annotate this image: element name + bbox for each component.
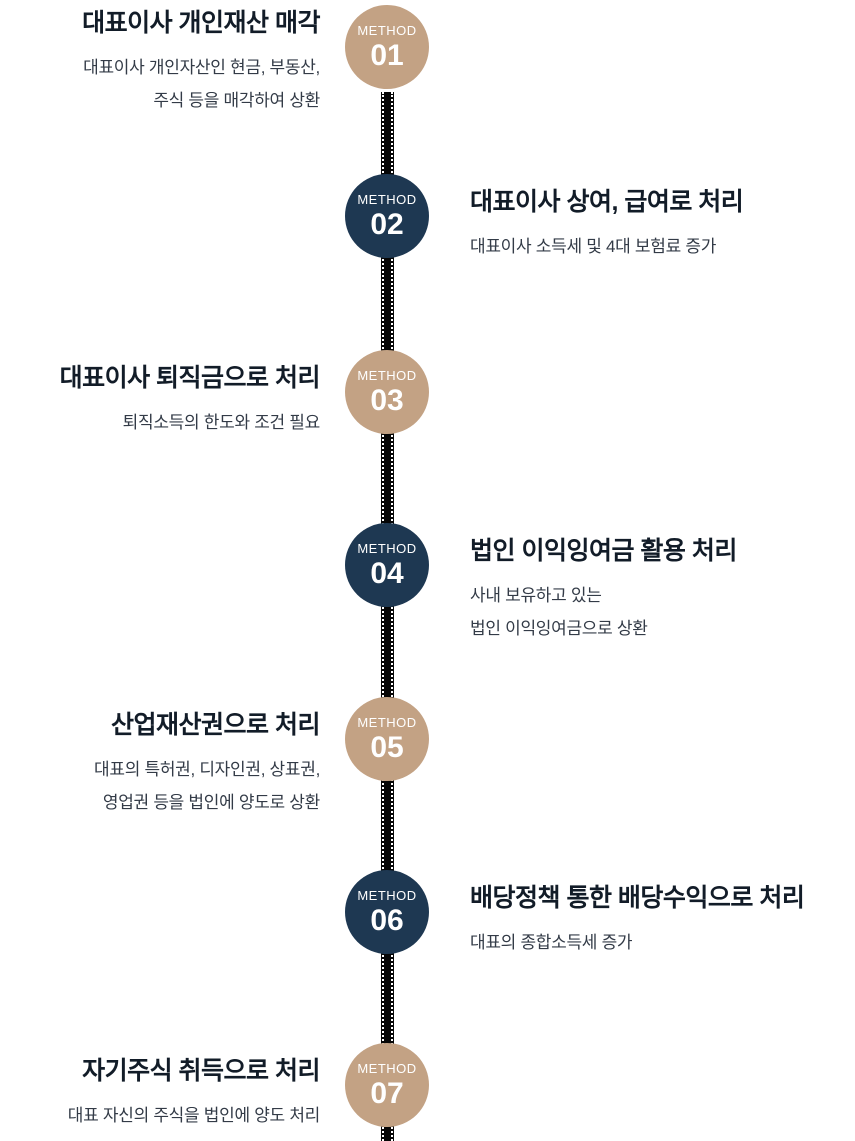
method-06-title: 배당정책 통한 배당수익으로 처리: [470, 884, 805, 912]
badge-number: 07: [370, 1076, 404, 1110]
method-07-description: 대표 자신의 주식을 법인에 양도 처리: [0, 1100, 321, 1132]
description-line: 주식 등을 매각하여 상환: [153, 90, 320, 110]
method-01-text: 대표이사 개인재산 매각 대표이사 개인자산인 현금, 부동산, 주식 등을 매…: [0, 8, 320, 117]
method-03-description: 퇴직소득의 한도와 조건 필요: [0, 407, 321, 439]
method-06-description: 대표의 종합소득세 증가: [470, 927, 855, 959]
badge-number: 05: [370, 730, 404, 764]
method-03-title: 대표이사 퇴직금으로 처리: [59, 364, 321, 392]
badge-label: METHOD: [357, 714, 417, 730]
method-02-title: 대표이사 상여, 급여로 처리: [470, 188, 744, 216]
badge-label: METHOD: [357, 540, 417, 556]
badge-number: 06: [370, 903, 404, 937]
method-02-description: 대표이사 소득세 및 4대 보험료 증가: [470, 231, 855, 263]
badge-label: METHOD: [357, 367, 417, 383]
method-06-text: 배당정책 통한 배당수익으로 처리 대표의 종합소득세 증가: [470, 883, 855, 960]
description-line: 영업권 등을 법인에 양도로 상환: [102, 792, 320, 812]
description-line: 대표이사 개인자산인 현금, 부동산,: [83, 58, 320, 78]
badge-number: 04: [370, 556, 404, 590]
method-07-badge: METHOD 07: [345, 1043, 429, 1127]
method-04-description: 사내 보유하고 있는 법인 이익잉여금으로 상환: [470, 580, 855, 645]
method-05-description: 대표의 특허권, 디자인권, 상표권, 영업권 등을 법인에 양도로 상환: [0, 754, 320, 819]
method-05-text: 산업재산권으로 처리 대표의 특허권, 디자인권, 상표권, 영업권 등을 법인…: [0, 710, 320, 819]
description-line: 사내 보유하고 있는: [470, 586, 602, 606]
method-03-badge: METHOD 03: [345, 350, 429, 434]
description-line: 대표 자신의 주식을 법인에 양도 처리: [67, 1106, 321, 1126]
method-02-text: 대표이사 상여, 급여로 처리 대표이사 소득세 및 4대 보험료 증가: [470, 187, 855, 264]
badge-label: METHOD: [357, 887, 417, 903]
method-05-title: 산업재산권으로 처리: [111, 711, 320, 739]
method-07-text: 자기주식 취득으로 처리 대표 자신의 주식을 법인에 양도 처리: [0, 1056, 321, 1133]
description-line: 대표의 특허권, 디자인권, 상표권,: [94, 760, 320, 780]
description-line: 법인 이익잉여금으로 상환: [470, 618, 648, 638]
badge-label: METHOD: [357, 22, 417, 38]
description-line: 대표이사 소득세 및 4대 보험료 증가: [470, 237, 717, 257]
method-07-title: 자기주식 취득으로 처리: [82, 1057, 320, 1085]
method-01-title: 대표이사 개인재산 매각: [82, 9, 320, 37]
method-03-text: 대표이사 퇴직금으로 처리 퇴직소득의 한도와 조건 필요: [0, 363, 321, 440]
method-04-text: 법인 이익잉여금 활용 처리 사내 보유하고 있는 법인 이익잉여금으로 상환: [470, 536, 855, 645]
description-line: 대표의 종합소득세 증가: [470, 933, 633, 953]
method-02-badge: METHOD 02: [345, 174, 429, 258]
method-04-title: 법인 이익잉여금 활용 처리: [470, 537, 737, 565]
badge-number: 03: [370, 383, 404, 417]
description-line: 퇴직소득의 한도와 조건 필요: [122, 413, 321, 433]
method-01-badge: METHOD 01: [345, 5, 429, 89]
badge-number: 01: [370, 38, 404, 72]
badge-number: 02: [370, 207, 404, 241]
method-06-badge: METHOD 06: [345, 870, 429, 954]
method-04-badge: METHOD 04: [345, 523, 429, 607]
method-01-description: 대표이사 개인자산인 현금, 부동산, 주식 등을 매각하여 상환: [0, 52, 320, 117]
badge-label: METHOD: [357, 1060, 417, 1076]
method-05-badge: METHOD 05: [345, 697, 429, 781]
badge-label: METHOD: [357, 191, 417, 207]
